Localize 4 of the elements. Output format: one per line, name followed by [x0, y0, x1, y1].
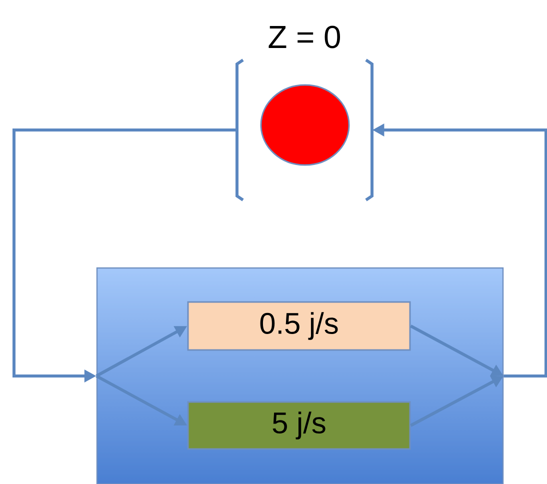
- capacitor-drawing: [236, 58, 374, 202]
- rate-box: 0.5 j/s: [187, 301, 411, 351]
- rate-box: 5 j/s: [187, 401, 411, 450]
- value-label: Z = 0: [268, 26, 340, 48]
